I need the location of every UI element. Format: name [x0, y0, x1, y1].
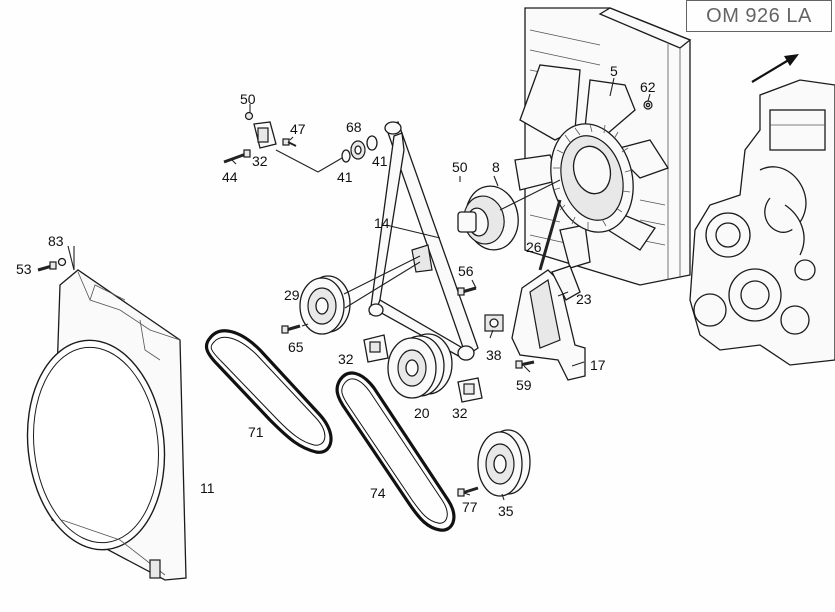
label-50-top: 50 [240, 91, 256, 107]
bolt-56 [457, 286, 477, 296]
bolt-65 [281, 324, 301, 334]
label-41-a: 41 [372, 153, 388, 169]
bracket-32-top [253, 121, 277, 149]
arrow-up-right-icon [751, 54, 799, 83]
label-14: 14 [374, 215, 390, 231]
label-41-b: 41 [337, 169, 353, 185]
label-83: 83 [48, 233, 64, 249]
label-26: 26 [526, 239, 542, 255]
label-68: 68 [346, 119, 362, 135]
belt-71 [204, 329, 333, 454]
label-53: 53 [16, 261, 32, 277]
part-62-nut [643, 100, 653, 110]
label-62: 62 [640, 79, 656, 95]
label-35: 35 [498, 503, 514, 519]
label-77: 77 [462, 499, 478, 515]
pulley-20 [387, 333, 453, 399]
bolt-77 [457, 486, 479, 497]
label-23: 23 [576, 291, 592, 307]
label-8: 8 [492, 159, 500, 175]
diagram-title: OM 926 LA [686, 0, 832, 32]
fan-shroud [26, 269, 187, 581]
bracket-arm [368, 121, 479, 361]
part-labels: 5 62 50 47 68 32 41 41 44 50 8 14 83 53 … [16, 63, 656, 519]
tensioner-bracket [484, 265, 586, 381]
washer-83 [57, 257, 67, 267]
pulley-35 [477, 429, 531, 497]
belt-74 [335, 371, 456, 532]
leader-lines [67, 77, 651, 501]
label-74: 74 [370, 485, 386, 501]
label-38: 38 [486, 347, 502, 363]
bolt-47 [282, 138, 297, 147]
label-71: 71 [248, 424, 264, 440]
pulley-29 [299, 275, 351, 335]
label-56: 56 [458, 263, 474, 279]
label-44: 44 [222, 169, 238, 185]
label-32-low: 32 [452, 405, 468, 421]
bracket-32-low [457, 377, 483, 403]
label-11: 11 [200, 480, 215, 496]
label-5: 5 [610, 63, 618, 79]
rod-26 [538, 199, 562, 271]
label-32-mid: 32 [338, 351, 354, 367]
fan-hub [457, 185, 519, 251]
bolt-53 [37, 261, 57, 272]
washers-41-68 [341, 135, 378, 163]
label-29: 29 [284, 287, 300, 303]
bolt-59 [515, 360, 535, 369]
engine-block [689, 79, 835, 366]
label-32-top: 32 [252, 153, 268, 169]
label-50-mid: 50 [452, 159, 468, 175]
bracket-32-mid [363, 334, 389, 363]
label-17: 17 [590, 357, 606, 373]
fan [514, 64, 669, 269]
label-20: 20 [414, 405, 430, 421]
nut-50-top [244, 111, 254, 121]
label-59: 59 [516, 377, 532, 393]
label-65: 65 [288, 339, 304, 355]
label-47: 47 [290, 121, 306, 137]
bolt-44 [223, 149, 251, 164]
